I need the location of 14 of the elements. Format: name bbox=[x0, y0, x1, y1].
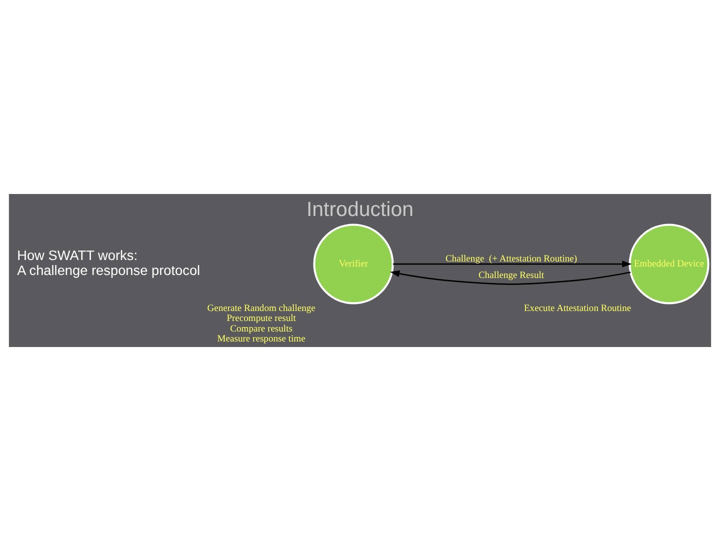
arrow bbox=[393, 260, 632, 267]
label: How SWATT works: bbox=[17, 247, 138, 262]
node-circle: Embedded Device bbox=[628, 223, 710, 304]
arrow bbox=[390, 270, 631, 284]
node-label: Precompute result bbox=[226, 312, 296, 324]
diagram-title: Introduction bbox=[306, 197, 414, 220]
edge-label: Challenge Result bbox=[478, 269, 544, 280]
node-label: Compare results bbox=[230, 322, 292, 334]
label: A challenge response protocol bbox=[17, 262, 200, 278]
node-label: Measure response time bbox=[217, 333, 306, 344]
node-circle: Verifier bbox=[313, 223, 394, 304]
node-label: Generate Random challenge bbox=[207, 302, 316, 314]
node-label: Execute Attestation Routine bbox=[524, 302, 632, 314]
edge-label: Challenge (+ Attestation Routine) bbox=[445, 252, 578, 264]
